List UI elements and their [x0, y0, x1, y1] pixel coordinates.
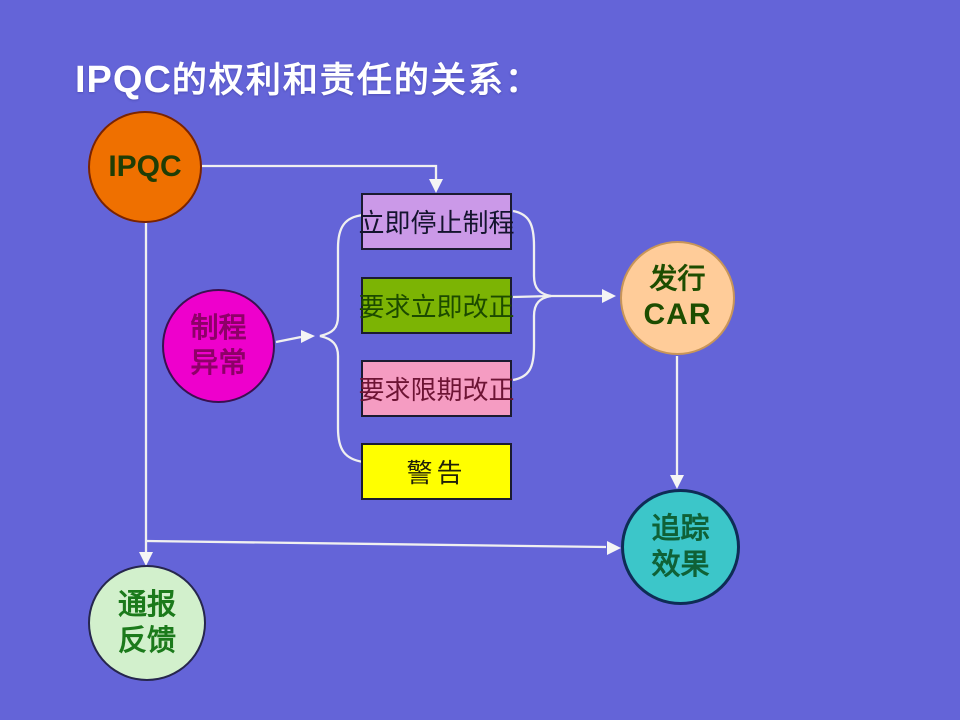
arrowhead-into-car: [602, 289, 616, 303]
node-track-effect-line1: 追踪: [651, 512, 710, 545]
arrowhead-into-track-top: [670, 475, 684, 489]
node-ipqc: IPQC: [88, 111, 202, 223]
node-process-abnormal: 制程 异常: [162, 289, 275, 403]
node-track-effect: 追踪 效果: [621, 489, 740, 605]
arrow-abnormal-to-actions: [275, 335, 302, 344]
arrowhead-into-brace: [301, 330, 315, 343]
node-issue-car: 发行 CAR: [620, 241, 735, 355]
action-box-deadline-correction: 要求限期改正: [358, 360, 515, 417]
action-box-warning-label: 警告: [406, 459, 467, 488]
node-ipqc-label: IPQC: [108, 150, 182, 183]
action-box-stop-process: 立即停止制程: [358, 193, 515, 250]
node-process-abnormal-line2: 异常: [190, 348, 247, 379]
merge-middle: [512, 294, 552, 299]
node-process-abnormal-line1: 制程: [190, 313, 247, 344]
slide-title: IPQC的权利和责任的关系：: [75, 52, 542, 103]
merge-bottom: [512, 294, 552, 382]
action-box-stop-process-label: 立即停止制程: [358, 209, 515, 238]
action-box-immediate-correction-label: 要求立即改正: [358, 293, 515, 322]
node-track-effect-line2: 效果: [651, 549, 710, 581]
title-text-zh: 的权利和责任的关系：: [171, 61, 542, 100]
node-notify-feedback: 通报 反馈: [88, 565, 206, 681]
action-box-warning: 警告: [361, 443, 512, 500]
left-brace: [319, 213, 364, 464]
node-notify-feedback-line2: 反馈: [117, 625, 176, 657]
node-issue-car-line1: 发行: [649, 264, 706, 296]
action-box-immediate-correction: 要求立即改正: [358, 277, 515, 334]
node-issue-car-line2: CAR: [643, 297, 712, 331]
title-text-en: IPQC: [75, 59, 172, 101]
node-notify-feedback-line1: 通报: [117, 588, 176, 621]
arrowhead-into-stop: [429, 179, 443, 193]
arrow-ipqc-to-track: [145, 539, 607, 549]
merge-top: [512, 209, 552, 298]
arrowhead-into-track-left: [607, 541, 621, 555]
arrow-ipqc-to-stop: [202, 164, 438, 180]
arrowhead-into-notify: [139, 552, 153, 566]
action-box-deadline-correction-label: 要求限期改正: [358, 376, 515, 405]
